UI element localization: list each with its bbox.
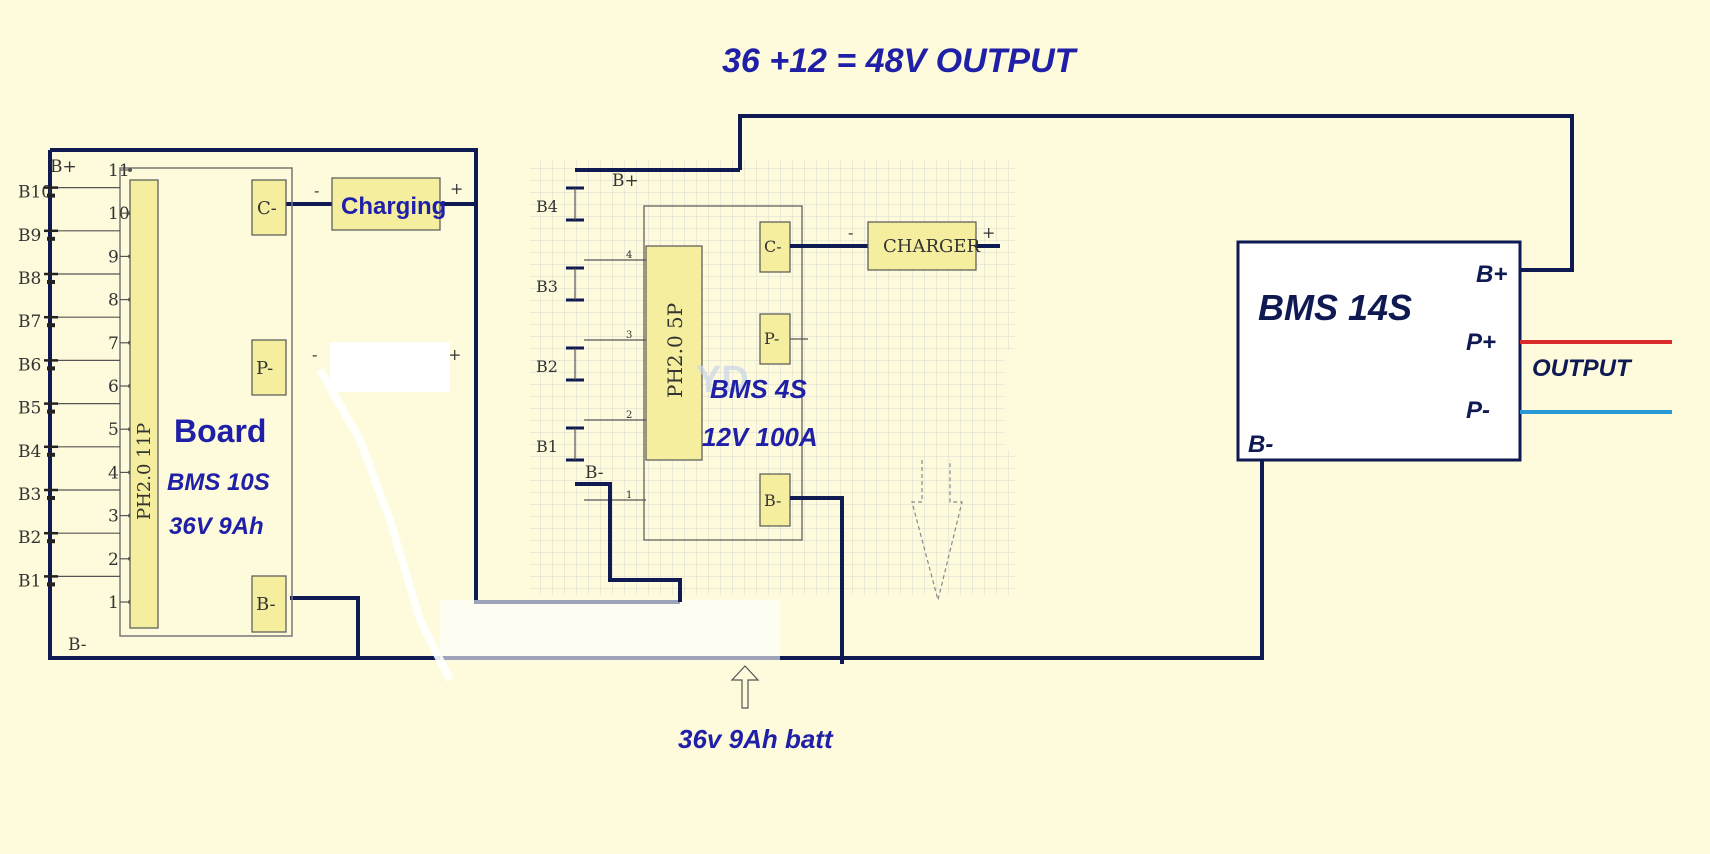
bms-14s-p-minus: P- bbox=[1466, 397, 1490, 424]
connector-5p-label: PH2.0 5P bbox=[663, 303, 687, 398]
mid-pin-number: 3 bbox=[626, 330, 632, 341]
bms-10s-spec: 36V 9Ah bbox=[169, 513, 264, 540]
mid-b-minus-out-wire bbox=[790, 496, 844, 664]
b-minus-label: B- bbox=[68, 635, 87, 655]
board-label: Board bbox=[174, 413, 266, 449]
connector-ph20-5p bbox=[645, 245, 703, 461]
mid-p-minus-pad bbox=[759, 313, 791, 365]
pin-number: 2 bbox=[108, 550, 119, 570]
connector-ph20-11p bbox=[129, 179, 159, 629]
p-minus-sign: - bbox=[312, 345, 317, 364]
cell-label: B10 bbox=[18, 183, 52, 203]
watermark: YD bbox=[696, 359, 749, 401]
bms-4s-label: BMS 4S bbox=[710, 374, 807, 404]
common-negative-wire bbox=[48, 150, 1262, 660]
bms-14s-p-plus: P+ bbox=[1466, 329, 1496, 356]
output-label: OUTPUT bbox=[1532, 355, 1633, 382]
charging-box bbox=[331, 177, 441, 231]
cell-label: B7 bbox=[18, 312, 41, 332]
charger-box bbox=[867, 221, 977, 271]
c-minus-pad bbox=[251, 179, 287, 236]
cell-label: B3 bbox=[18, 485, 41, 505]
up-arrow bbox=[730, 665, 760, 709]
mid-cell-label: B4 bbox=[536, 197, 558, 216]
bms-4s-frame bbox=[643, 205, 803, 541]
pin-number: 1 bbox=[108, 593, 119, 613]
top-positive-wire bbox=[738, 114, 1574, 272]
mid-cell-label: B2 bbox=[536, 357, 558, 376]
bms-14s-section: BMS 14S B+ P+ P- B- OUTPUT bbox=[1236, 240, 1672, 660]
pin-number: 8 bbox=[108, 291, 119, 311]
cell-label: B6 bbox=[18, 355, 41, 375]
board-frame bbox=[119, 167, 293, 637]
mid-cell-label: B3 bbox=[536, 277, 558, 296]
mid-c-minus-label: C- bbox=[764, 237, 782, 256]
cell-label: B5 bbox=[18, 399, 41, 419]
charger-label: CHARGER bbox=[883, 236, 981, 257]
left-bminus-wire bbox=[290, 596, 360, 658]
mid-b-minus-pad bbox=[759, 473, 791, 527]
b-minus-pin-label: B- bbox=[256, 594, 276, 615]
mid-pin-number: 2 bbox=[626, 410, 632, 421]
pin-number: 4 bbox=[108, 463, 119, 483]
mid-b-plus-label: B+ bbox=[612, 171, 639, 191]
pin-dot bbox=[128, 168, 132, 172]
c-minus-label: C- bbox=[257, 198, 277, 219]
cell-label: B4 bbox=[18, 442, 41, 462]
mid-b-minus-label: B- bbox=[585, 463, 604, 483]
cell-label: B2 bbox=[18, 528, 41, 548]
b-minus-pad bbox=[251, 575, 287, 633]
pin-number: 9 bbox=[108, 247, 119, 267]
connector-label: PH2.0 11P bbox=[134, 423, 155, 520]
diagram-title: 36 +12 = 48V OUTPUT bbox=[722, 42, 1079, 80]
pin-number: 10 bbox=[108, 204, 130, 224]
bms-14s-b-plus: B+ bbox=[1476, 261, 1507, 288]
pin-number: 5 bbox=[108, 420, 119, 440]
grid-gap bbox=[1005, 350, 1015, 450]
cell-label: B8 bbox=[18, 269, 41, 289]
charger-minus-sign: - bbox=[848, 223, 853, 242]
bms-14s-box bbox=[1236, 240, 1522, 462]
mid-p-minus-label: P- bbox=[764, 329, 779, 348]
bms-10s-label: BMS 10S bbox=[167, 469, 270, 496]
pin-number: 6 bbox=[108, 377, 119, 397]
p-plus-sign: + bbox=[448, 345, 461, 364]
charging-plus-sign: + bbox=[450, 179, 463, 198]
bms-14s-title: BMS 14S bbox=[1258, 287, 1412, 328]
mid-negative-wire bbox=[575, 482, 682, 602]
pin-number: 7 bbox=[108, 334, 119, 354]
charger-plus-sign: + bbox=[982, 223, 995, 242]
b-plus-label: B+ bbox=[50, 157, 77, 177]
charging-label: Charging bbox=[341, 193, 446, 220]
mid-pin-number: 4 bbox=[626, 250, 632, 261]
mid-b-minus-pin-label: B- bbox=[764, 491, 781, 510]
mid-pin-number: 1 bbox=[626, 490, 632, 501]
battery-note: 36v 9Ah batt bbox=[678, 724, 834, 754]
down-arrow-outline bbox=[911, 460, 963, 601]
pin-number: 3 bbox=[108, 507, 119, 527]
charging-minus-sign: - bbox=[314, 181, 319, 200]
mid-cell-label: B1 bbox=[536, 437, 558, 456]
erased-area bbox=[440, 600, 780, 660]
blank-patch bbox=[330, 342, 450, 392]
bms-4s-spec: 12V 100A bbox=[702, 422, 818, 452]
p-minus-pad bbox=[251, 339, 287, 396]
cell-label: B9 bbox=[18, 226, 41, 246]
bms-14s-b-minus: B- bbox=[1248, 431, 1273, 458]
erased-patch bbox=[316, 368, 454, 682]
cell-label: B1 bbox=[18, 571, 41, 591]
p-minus-label: P- bbox=[256, 358, 273, 379]
pin-number: 11 bbox=[108, 161, 130, 181]
